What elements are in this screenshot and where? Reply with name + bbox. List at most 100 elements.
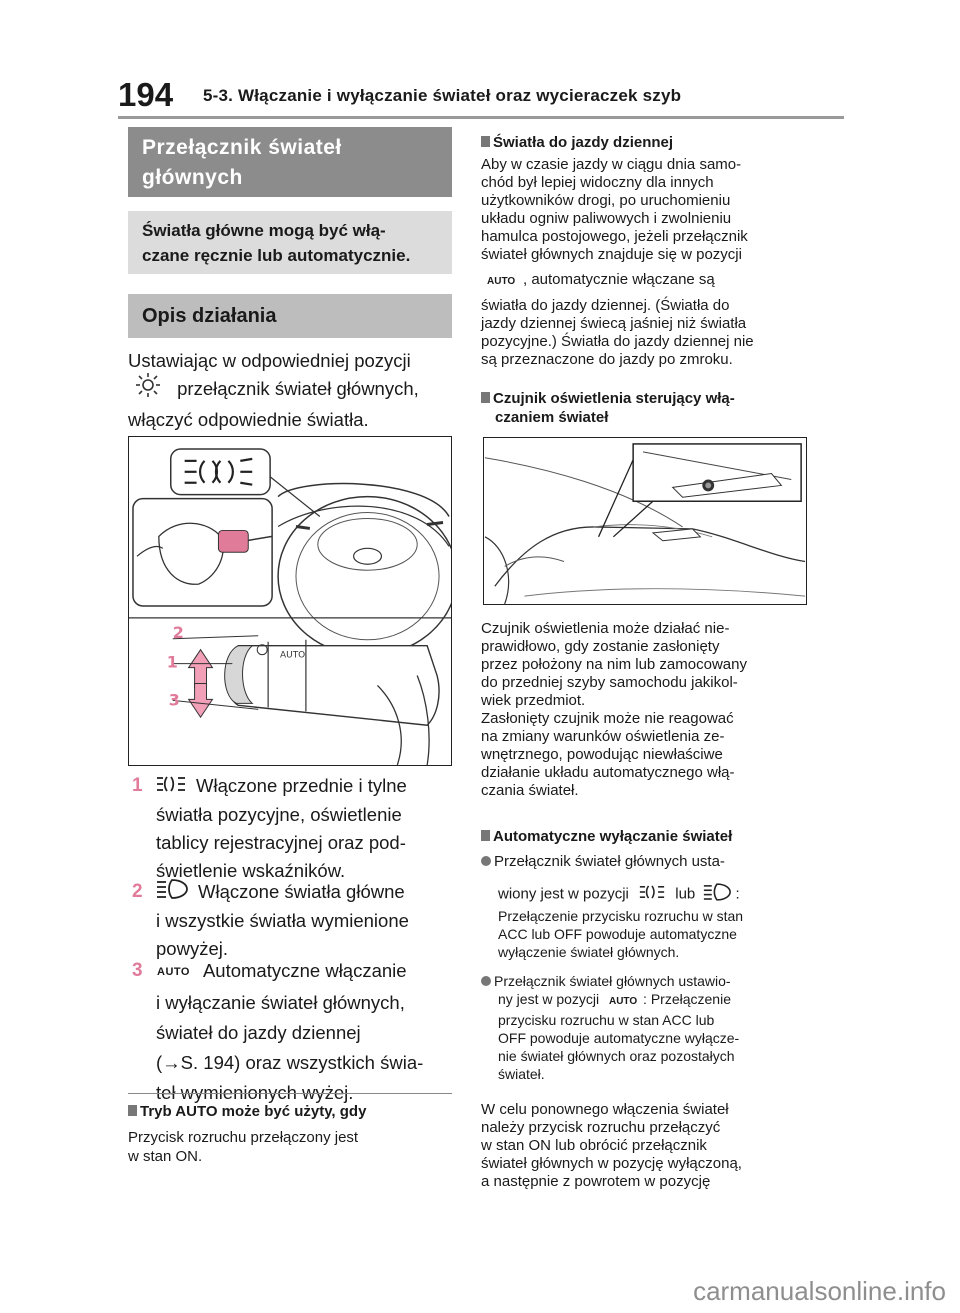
text-line: pozycyjne.) Światła do jazdy dziennej ni… [481, 333, 754, 350]
auto-off-heading: Automatyczne wyłączanie świateł [481, 827, 732, 846]
list-item: 2 Włączone światła główne i wszystkie św… [128, 878, 458, 963]
section-title-line2: głównych [142, 166, 243, 189]
text-line: świateł głównych znajduje się w pozycji [481, 246, 742, 263]
item-text-line: Włączone przednie i tylne [196, 775, 407, 796]
text-line: Czujnik oświetlenia może działać nie- [481, 620, 730, 637]
text-line-with-icons: wiony jest w pozycji lub : [481, 883, 821, 906]
summary-box: Światła główne mogą być włą- czane ręczn… [128, 211, 452, 274]
text-line: przez położony na nim lub zamocowany [481, 656, 747, 673]
text-line: czania świateł. [481, 782, 579, 799]
text-line: na zmiany warunków oświetlenia ze- [481, 728, 725, 745]
bullet-item: Przełącznik świateł głównych ustawio- ny… [481, 972, 821, 1083]
note-heading-text: Tryb AUTO może być użyty, gdy [140, 1103, 367, 1120]
text-line: : Przełączenie [643, 991, 731, 1007]
intro-line3: włączyć odpowiednie światła. [128, 409, 369, 430]
square-bullet-icon [481, 136, 490, 147]
circle-bullet-icon [481, 976, 491, 986]
item-text-line: teł wymienionych wyżej. [156, 1082, 354, 1104]
text-line: do przedniej szyby samochodu jakikol- [481, 674, 738, 691]
item-text-line: (→S. 194) oraz wszystkich świa- [156, 1052, 424, 1074]
bullet-subtext: Przełączenie przycisku rozruchu w stan A… [498, 907, 828, 961]
text-line: nie świateł głównych oraz pozostałych [498, 1048, 735, 1064]
text-line: chód był lepiej widoczny dla innych [481, 174, 714, 191]
drl-heading-text: Światła do jazdy dziennej [493, 134, 674, 151]
circle-bullet-icon [481, 856, 491, 866]
item-text-line: świateł do jazdy dziennej [156, 1022, 361, 1044]
text-line: wyłączenie świateł głównych. [498, 944, 680, 960]
item-text-line: Automatyczne włączanie [202, 960, 407, 981]
text-line: Przełącznik świateł głównych usta- [494, 853, 725, 870]
intro-line2-row: przełącznik świateł głównych, [128, 372, 452, 408]
note-line1: Przycisk rozruchu przełączony jest [128, 1129, 359, 1146]
text-line: Przełączenie przycisku rozruchu w stan [498, 908, 744, 924]
chapter-title: 5-3. Włączanie i wyłączanie świateł oraz… [203, 86, 682, 105]
item-number: 3 [132, 960, 143, 981]
text-line: jazdy dziennej świecą jaśniej niż światł… [481, 315, 747, 332]
text-line: są przeznaczone do jazdy po zmroku. [481, 351, 733, 368]
item-text-line: powyżej. [156, 938, 228, 960]
parking-lights-icon [156, 773, 186, 801]
section-title-line1: Przełącznik świateł [142, 136, 342, 159]
text-line-with-icon: AUTO, automatycznie włączane są [481, 271, 821, 291]
text-line: : [735, 885, 740, 903]
subsection-title: Opis działania [128, 294, 452, 338]
item-text-line: Włączone światła główne [198, 881, 405, 902]
text-line: Zasłonięty czujnik może nie reagować [481, 710, 734, 727]
page-number: 194 [118, 76, 174, 113]
square-bullet-icon [481, 392, 490, 403]
bullet-item: Przełącznik świateł głównych usta- wiony… [481, 853, 821, 906]
item-number: 1 [132, 775, 143, 796]
text-line: światła do jazdy dziennej. (Światła do [481, 297, 730, 314]
sensor-illustration [483, 437, 807, 605]
text-line: wiek przedmiot. [481, 692, 586, 709]
square-bullet-icon [128, 1105, 137, 1116]
text-line: hamulca postojowego, jeżeli przełącznik [481, 228, 748, 245]
svg-text:AUTO: AUTO [280, 651, 305, 661]
windshield-sensor-drawing [484, 443, 806, 604]
summary-line2: czane ręcznie lub automatycznie. [142, 246, 411, 265]
text-line: , automatycznie włączane są [523, 271, 715, 288]
intro-line1: Ustawiając w odpowiedniej pozycji [128, 350, 411, 371]
list-item: 1 Włączone przednie i tylne światła pozy… [128, 772, 458, 885]
closing-paragraph: W celu ponownego włączenia świateł należ… [481, 1101, 821, 1191]
section-title-box: Przełącznik świateł głównych [128, 127, 452, 197]
sensor-heading-text: Czujnik oświetlenia sterujący włą- [493, 390, 735, 407]
text-line: OFF powoduje automatyczne wyłącze- [498, 1030, 740, 1046]
item-text-line: i wyłączanie świateł głównych, [156, 992, 405, 1014]
drl-paragraph: Aby w czasie jazdy w ciągu dnia samo- ch… [481, 156, 821, 369]
note-heading: Tryb AUTO może być użyty, gdy [128, 1103, 366, 1120]
sensor-heading: Czujnik oświetlenia sterujący włą- czani… [481, 389, 735, 427]
diagram-label-1: 1 [167, 653, 178, 672]
auto-icon: AUTO [157, 966, 190, 979]
text-line: w stan ON lub obrócić przełącznik [481, 1137, 707, 1154]
item-number: 2 [132, 881, 143, 902]
text-line: wiony jest w pozycji [498, 885, 629, 903]
text-line: prawidłowo, gdy zostanie zasłonięty [481, 638, 720, 655]
item-text-line: świetlenie wskaźników. [156, 860, 346, 882]
text-line: wnętrznego, powodując niewłaściwe [481, 746, 723, 763]
headlight-icon [703, 883, 732, 906]
text-line: świateł. [498, 1066, 545, 1082]
text-line: ny jest w pozycji [498, 991, 600, 1007]
text-line: lub [675, 885, 696, 903]
note-line2: w stan ON. [128, 1148, 203, 1165]
text-line: świateł głównych w pozycję wyłączoną, [481, 1155, 742, 1172]
auto-off-heading-text: Automatyczne wyłączanie świateł [493, 828, 733, 845]
text-line: użytkowników drogi, po uruchomieniu [481, 192, 731, 209]
item-text-line: i wszystkie światła wymienione [156, 910, 409, 932]
text-line: Przełącznik świateł głównych ustawio- [494, 973, 731, 989]
text-line: przycisku rozruchu w stan ACC lub [498, 1012, 715, 1028]
text-line: a następnie z powrotem w pozycję [481, 1173, 711, 1190]
square-bullet-icon [481, 830, 490, 841]
text-line: działanie układu automatycznego włą- [481, 764, 735, 781]
parking-lights-icon [639, 884, 665, 905]
auto-icon: AUTO [608, 996, 638, 1007]
watermark: carmanualsonline.info [693, 1276, 946, 1306]
summary-line1: Światła główne mogą być włą- [142, 221, 386, 240]
text-line: ACC lub OFF powoduje automatyczne [498, 926, 737, 942]
headlight-icon [156, 879, 188, 907]
text-line-with-icon: ny jest w pozycji AUTO : Przełączenie [481, 990, 821, 1011]
sensor-paragraph: Czujnik oświetlenia może działać nie- pr… [481, 620, 821, 800]
header-divider [118, 116, 844, 119]
drl-heading: Światła do jazdy dziennej [481, 133, 673, 152]
